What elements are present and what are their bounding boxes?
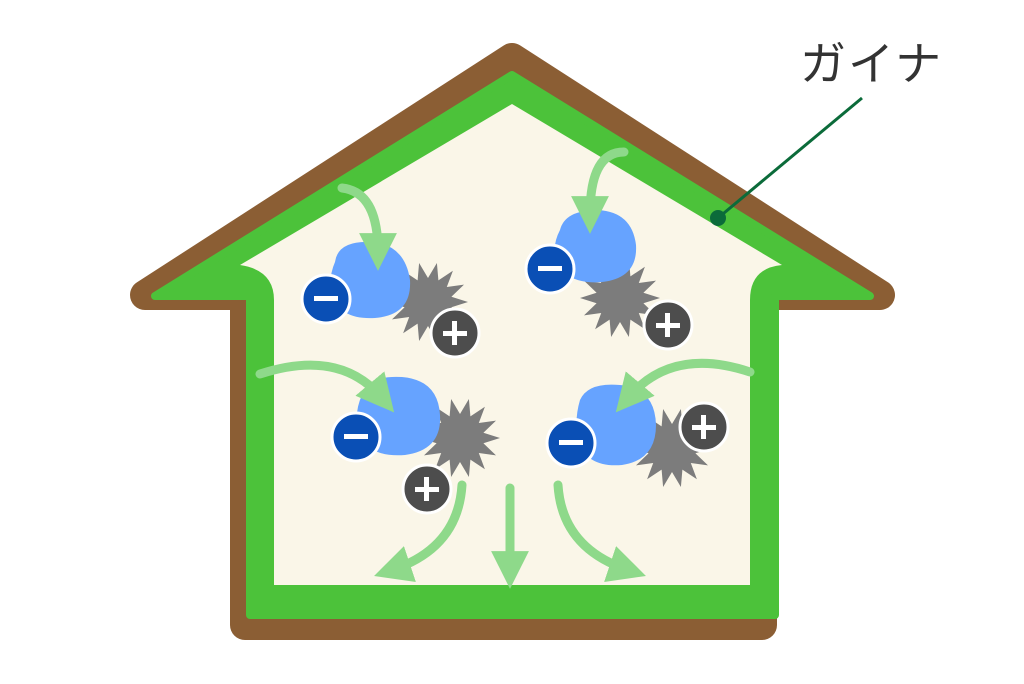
air-flow-arrow-icon	[337, 183, 397, 271]
air-flow-arrow-icon	[553, 480, 646, 582]
callout-anchor-dot	[710, 210, 726, 226]
callout-leader-line	[717, 96, 863, 220]
air-flow-arrow-icon	[374, 480, 467, 582]
ion-cluster-middle-left	[330, 376, 500, 515]
callout-label: ガイナ	[800, 37, 944, 91]
air-flow-arrow-icon	[255, 360, 395, 413]
ion-cluster-middle-right	[545, 384, 730, 487]
air-flow-arrow-icon	[615, 358, 755, 413]
air-flow-arrow-icon	[571, 147, 629, 234]
ion-cluster-top-left	[300, 241, 481, 359]
ion-cluster-top-right	[524, 210, 694, 351]
